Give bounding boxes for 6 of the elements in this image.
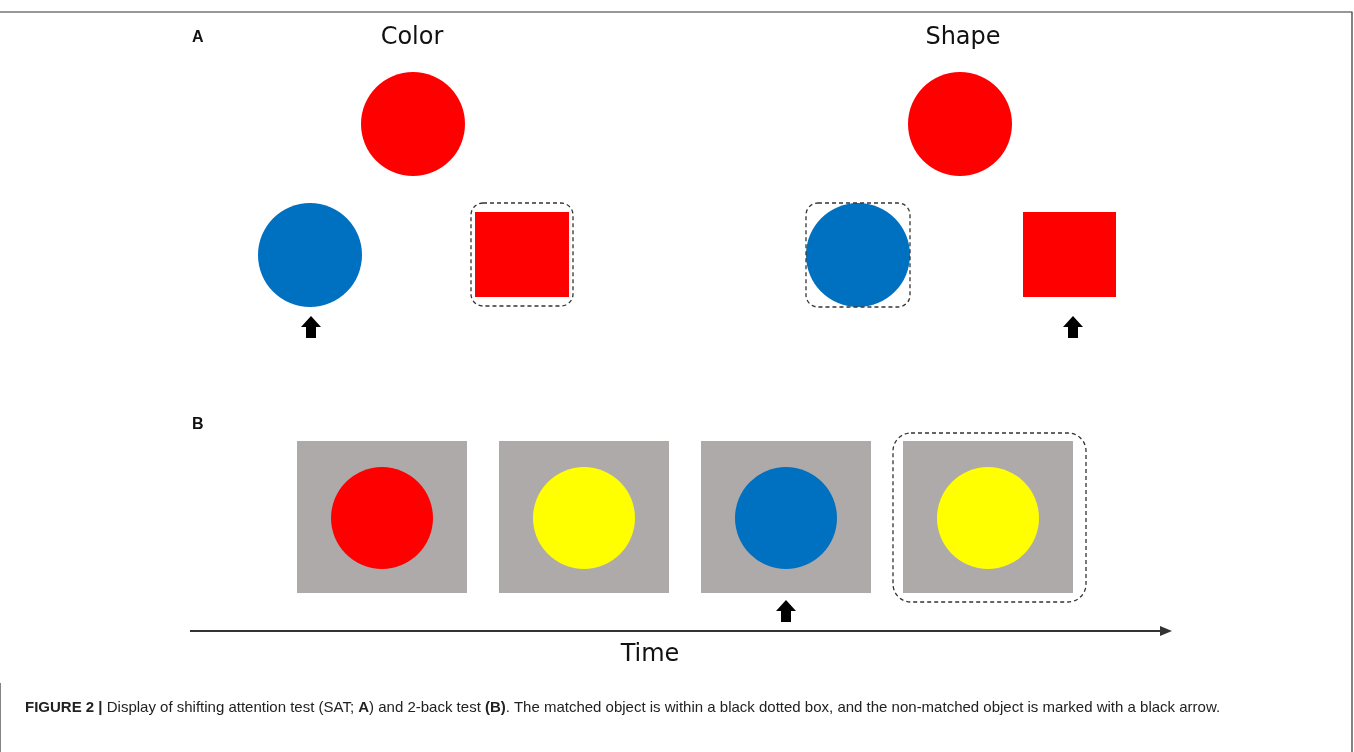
panel-letter: B xyxy=(192,415,204,433)
figure-caption: FIGURE 2 | Display of shifting attention test (SAT; A) and 2-back test (B). The matched object is within a black dotted box, and the non-matched object is marked with a black arrow. xyxy=(25,697,1222,717)
axis-title: Time xyxy=(620,639,680,667)
column-heading: Color xyxy=(380,22,444,50)
column-heading: Shape xyxy=(925,22,1001,50)
panel-letter: A xyxy=(192,28,204,46)
